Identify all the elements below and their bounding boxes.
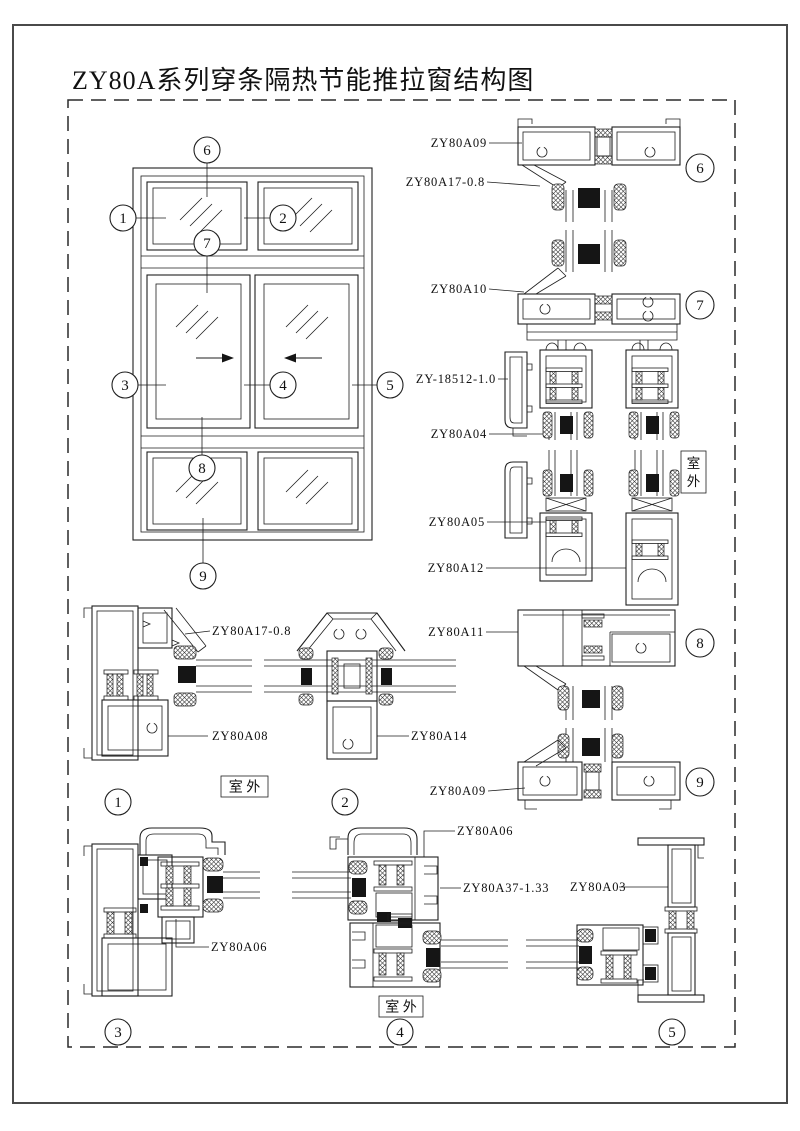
svg-text:4: 4 (279, 378, 287, 394)
svg-text:室 外: 室 外 (385, 999, 417, 1016)
slide-arrow-right (196, 353, 234, 363)
callout-5: 5 (376, 371, 404, 399)
section-callouts: 6 7 8 9 (685, 153, 715, 797)
glass-run-d3-d4 (223, 871, 351, 899)
callout-8: 8 (188, 454, 216, 482)
svg-text:外: 外 (687, 474, 701, 489)
section-part-labels: ZY80A09 ZY80A17-0.8 ZY80A10 ZY-18512-1.0… (406, 136, 626, 798)
dashed-border (67, 99, 736, 1048)
label-zy80a06-d4: ZY80A06 (457, 824, 513, 838)
svg-text:6: 6 (203, 143, 211, 159)
detail-sections-3-4-5: ZY80A06 ZY80A06 ZY80A37-1.33 ZY80A03 室 外… (83, 824, 705, 1046)
svg-text:7: 7 (696, 298, 704, 314)
section-9-bottom-frame (517, 739, 681, 810)
elevation-callouts: 6 1 2 7 3 4 5 8 9 (109, 136, 404, 590)
sash-bottom-rails (539, 512, 679, 606)
detail-5-profile (576, 837, 705, 1003)
sash-top-rails (539, 342, 679, 409)
page-frame: ZY80A系列穿条隔热节能推拉窗结构图 (12, 24, 788, 1104)
svg-text:9: 9 (696, 775, 704, 791)
glass-run-d4-d5 (441, 939, 579, 969)
outdoor-label-d4: 室 外 (378, 995, 424, 1018)
svg-text:8: 8 (696, 636, 704, 652)
callout-detail-1: 1 (104, 788, 132, 816)
svg-text:9: 9 (199, 569, 207, 585)
callout-detail-4: 4 (386, 1018, 414, 1046)
hook-profile-lower (504, 461, 533, 539)
label-zy80a09-top: ZY80A09 (431, 136, 487, 150)
svg-text:5: 5 (668, 1025, 676, 1041)
callout-detail-2: 2 (331, 788, 359, 816)
label-zy80a05: ZY80A05 (429, 515, 485, 529)
outdoor-label-d1: 室 外 (220, 775, 269, 798)
svg-text:室: 室 (687, 455, 701, 471)
svg-text:3: 3 (114, 1025, 122, 1041)
glass-run-d1-d2 (196, 659, 456, 693)
callout-9: 9 (189, 562, 217, 590)
svg-text:7: 7 (203, 236, 211, 252)
label-zy80a04: ZY80A04 (431, 427, 487, 441)
callout-4: 4 (269, 371, 297, 399)
glazing-cluster-8 (557, 685, 624, 711)
outer-border (12, 24, 788, 1104)
callout-detail-3: 3 (104, 1018, 132, 1046)
svg-text:2: 2 (341, 795, 349, 811)
label-zy80a37: ZY80A37-1.33 (463, 881, 549, 895)
glazing-cluster-9 (557, 733, 624, 759)
label-zy80a11: ZY80A11 (428, 625, 484, 639)
label-zy80a06-d3: ZY80A06 (211, 940, 267, 954)
callout-3: 3 (111, 371, 139, 399)
outdoor-label-vertical: 室 外 (680, 450, 707, 494)
detail-3-profile (83, 827, 226, 997)
callout-7: 7 (193, 229, 221, 257)
vertical-section-stack: 室 外 ZY80A09 ZY80A17-0.8 ZY80A10 ZY-18512… (406, 118, 715, 810)
svg-text:8: 8 (198, 461, 206, 477)
label-zy80a03: ZY80A03 (570, 880, 626, 894)
callout-section-8: 8 (685, 628, 715, 658)
callout-6: 6 (193, 136, 221, 164)
callout-section-9: 9 (685, 767, 715, 797)
svg-text:1: 1 (119, 211, 127, 227)
svg-text:5: 5 (386, 378, 394, 394)
svg-text:4: 4 (396, 1025, 404, 1041)
label-zy80a14: ZY80A14 (411, 729, 467, 743)
svg-text:1: 1 (114, 795, 122, 811)
detail-2-profile (296, 612, 406, 760)
section-6-top-frame (517, 118, 681, 189)
section-7-transom (517, 267, 681, 350)
page-title: ZY80A系列穿条隔热节能推拉窗结构图 (72, 66, 534, 95)
label-zy18512: ZY-18512-1.0 (416, 372, 496, 386)
detail-3-4-5-leaders (175, 830, 668, 948)
svg-text:室 外: 室 外 (229, 779, 261, 796)
svg-text:3: 3 (121, 378, 129, 394)
callout-section-7: 7 (685, 290, 715, 320)
detail-1-profile (83, 605, 207, 761)
label-zy80a17-top: ZY80A17-0.8 (406, 175, 485, 189)
callout-1: 1 (109, 204, 137, 232)
glazing-cluster-6 (551, 183, 627, 211)
label-zy80a17-d1: ZY80A17-0.8 (212, 624, 291, 638)
detail-1-2-leaders (168, 630, 409, 737)
callout-2: 2 (269, 204, 297, 232)
label-zy80a10: ZY80A10 (431, 282, 487, 296)
detail-callouts-3-4-5: 3 4 5 (104, 1018, 686, 1046)
detail-callouts-1-2: 1 2 (104, 788, 359, 816)
glazing-cluster-sash-bottom (542, 469, 680, 512)
hook-profile-upper (504, 351, 533, 437)
callout-section-6: 6 (685, 153, 715, 183)
glazing-cluster-7 (551, 239, 627, 267)
svg-text:6: 6 (696, 161, 704, 177)
label-zy80a09-bottom: ZY80A09 (430, 784, 486, 798)
label-zy80a12: ZY80A12 (428, 561, 484, 575)
detail-4-profile (329, 827, 442, 988)
slide-arrow-left (284, 353, 322, 363)
glazing-cluster-sash-top (542, 411, 680, 439)
glass-run-top (565, 190, 613, 272)
label-zy80a08: ZY80A08 (212, 729, 268, 743)
elevation-view: 6 1 2 7 3 4 5 8 9 (109, 136, 404, 590)
svg-text:2: 2 (279, 211, 287, 227)
callout-detail-5: 5 (658, 1018, 686, 1046)
detail-sections-1-2: ZY80A17-0.8 ZY80A08 ZY80A14 室 外 1 2 (83, 605, 467, 816)
section-8-bottom-transom (517, 609, 676, 691)
